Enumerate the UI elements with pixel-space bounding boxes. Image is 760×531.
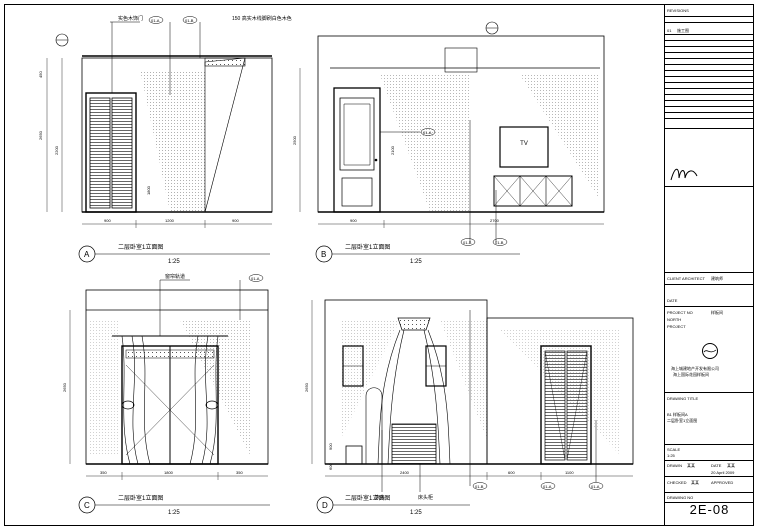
checked-value: 某某 (691, 480, 699, 485)
view-a-dim-v4: 1800 (146, 185, 151, 195)
view-a-tag-2: 01-B (185, 18, 194, 23)
project-no-value: 样板间 (711, 310, 723, 315)
view-c-dim-h2: 1800 (164, 470, 174, 475)
date2-label: DATE (711, 463, 722, 468)
drawn-label: DRAWN (667, 463, 682, 468)
checked-label: CHECKED (667, 480, 687, 485)
company-logo (670, 168, 698, 181)
view-a-dim-v3: 2200 (54, 145, 59, 155)
view-a-callout-cornice: 150 高实木线脚刷白色木色 (232, 15, 292, 22)
view-c-dim-h1: 350 (100, 470, 107, 475)
view-d-dim-v1: 900 (328, 443, 333, 450)
view-c-callout: 窗帘轨道 (165, 273, 185, 280)
date2-value: 某某 (727, 463, 735, 468)
drawing-frame (4, 4, 754, 526)
view-d-dim-v2: 600 (328, 463, 333, 470)
view-d-scale: 1:25 (410, 510, 422, 516)
view-a-title: 二层卧室1立面图 (118, 243, 163, 251)
view-a-callout-door: 实色木饰门 (118, 15, 143, 22)
view-a-dim-h3: 900 (232, 218, 239, 223)
view-d-callout-headboard: 床头 (375, 494, 385, 501)
view-c-scale: 1:25 (168, 510, 180, 516)
client-value: 建筑师 (711, 276, 723, 281)
view-d-dim-h2: 600 (508, 470, 515, 475)
view-c-letter: C (84, 501, 90, 510)
drawing-title-1: B1 样板间A (667, 412, 688, 417)
view-b-dim-v2: 2100 (390, 145, 395, 155)
title-block: REVISIONS 01 施工图 CLIENT ARCHITECT 建筑师 DA… (664, 4, 754, 526)
elevation-a: 实色木饰门 01-A 01-B 150 高实木线脚刷白色木色 450 2650 … (38, 15, 292, 265)
view-a-tag-1: 01-A (151, 18, 160, 23)
drawing-number: 2E-08 (689, 502, 730, 517)
elevation-b: TV 01-A 01-B 01-B 2500 2100 900 2700 B 二… (292, 21, 605, 265)
view-d-letter: D (322, 501, 328, 510)
view-b-title: 二层卧室1立面图 (345, 243, 390, 251)
drawn-value: 某某 (687, 463, 695, 468)
elevation-d: 床头 床头柜 01-B 01-A 01-A 2650 900 600 2400 … (304, 299, 634, 516)
view-c-dim-h3: 350 (236, 470, 243, 475)
view-d-callout-nightstand: 床头柜 (418, 494, 433, 501)
scale-label: SCALE (667, 447, 681, 452)
rev-text: 施工图 (677, 28, 689, 33)
revisions-label: REVISIONS (667, 8, 689, 13)
view-b-tag-3: 01-B (495, 240, 504, 245)
drawing-title-label: DRAWING TITLE (667, 396, 699, 401)
date3-value: 20 April 2009 (711, 470, 735, 475)
tv-label: TV (520, 141, 528, 147)
view-c-dim-v1: 2650 (62, 382, 67, 392)
view-b-letter: B (321, 250, 326, 259)
drawing-no-label: DRAWING NO (667, 495, 694, 500)
rev-no: 01 (667, 28, 672, 33)
view-d-tag-1: 01-B (475, 484, 484, 489)
north-label: NORTH (667, 317, 682, 322)
view-c-title: 二层卧室1立面图 (118, 494, 163, 502)
view-b-dim-h1: 900 (350, 218, 357, 223)
view-b-dim-h2: 2700 (490, 218, 500, 223)
view-a-scale: 1:25 (168, 259, 180, 265)
scale-value: 1:25 (667, 453, 675, 458)
view-d-tag-2: 01-A (543, 484, 552, 489)
project-logo-icon (702, 343, 718, 359)
view-d-title: 二层卧室1立面图 (345, 494, 390, 502)
view-b-scale: 1:25 (410, 259, 422, 265)
view-d-dim-v3: 2650 (304, 382, 309, 392)
client-label: CLIENT ARCHITECT (667, 276, 705, 281)
date-label: DATE (667, 298, 678, 303)
view-b-tag-2: 01-B (463, 240, 472, 245)
project-no-label: PROJECT NO (667, 310, 693, 315)
project-label: PROJECT (667, 324, 686, 329)
drawing-title-2: 二层卧室1立面图 (667, 418, 698, 423)
view-c-tag: 01-A (251, 276, 260, 281)
view-d-dim-h3: 1100 (565, 470, 574, 475)
company-line-1: 海上城建地产开发有限公司 (671, 366, 719, 371)
elevation-c: 窗帘轨道 01-A 2650 350 1800 350 C 二层卧室1立面图 1… (62, 273, 270, 516)
view-a-dim-h1: 900 (104, 218, 111, 223)
view-a-dim-v1: 450 (38, 71, 43, 78)
view-a-dim-v2: 2650 (38, 130, 43, 140)
view-b-dim-v1: 2500 (292, 135, 297, 145)
view-d-dim-h1: 2400 (400, 470, 410, 475)
view-a-dim-h2: 1200 (165, 218, 175, 223)
view-d-tag-3: 01-A (591, 484, 600, 489)
view-a-letter: A (84, 250, 90, 259)
approved-label: APPROVED (711, 480, 734, 485)
view-b-tag-1: 01-A (423, 130, 432, 135)
company-line-2: 海上国际花园样板间 (673, 372, 709, 377)
